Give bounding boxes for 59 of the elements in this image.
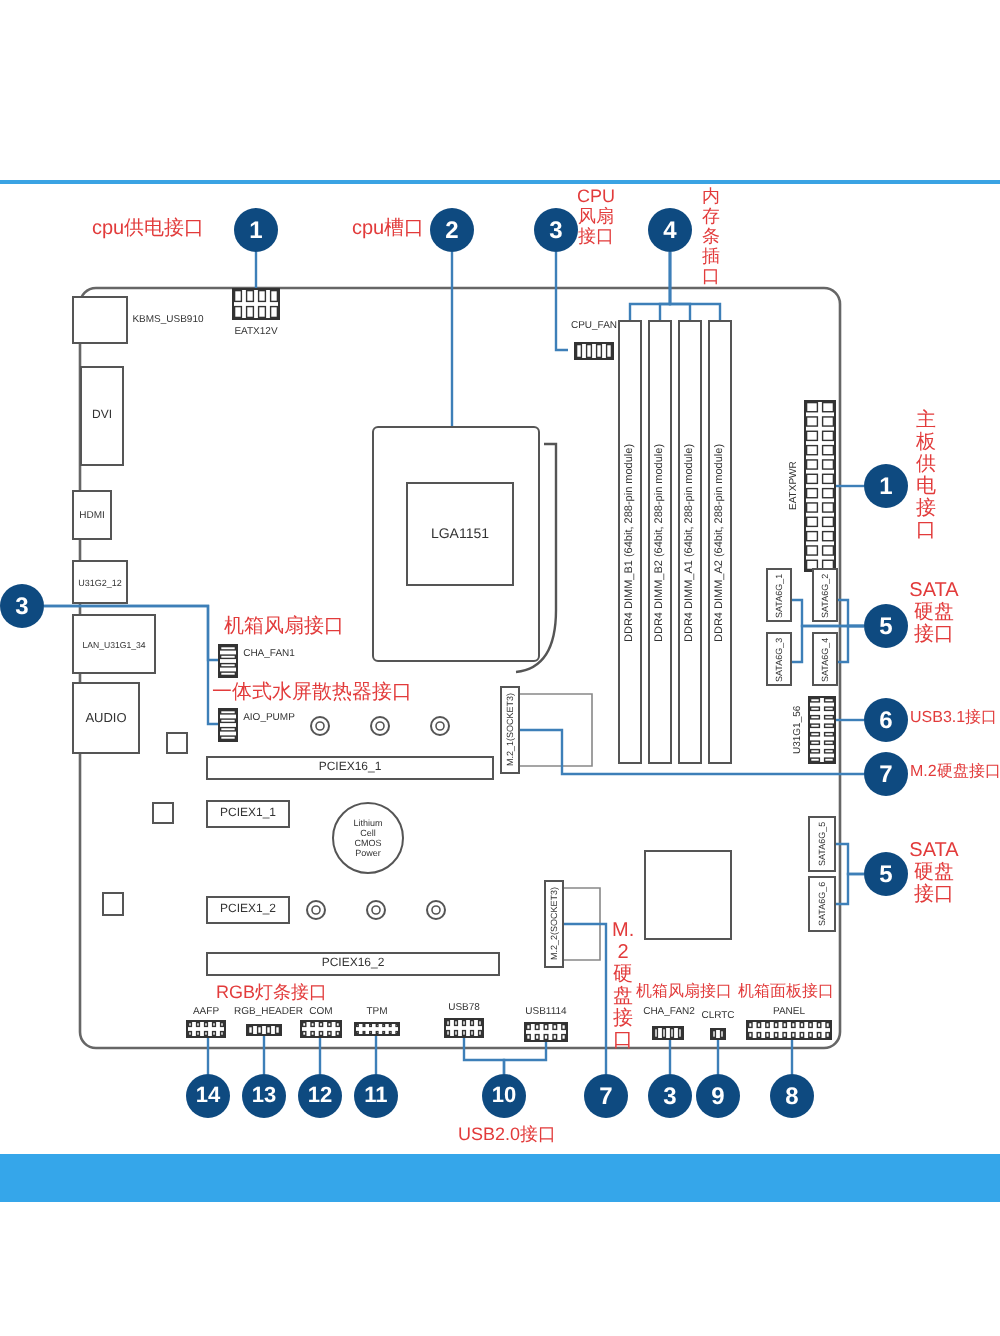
leader-line bbox=[668, 1040, 672, 1074]
callout-number: 11 bbox=[354, 1074, 398, 1118]
part-name-label: 机箱面板接口 bbox=[738, 982, 834, 1000]
callout-number: 7 bbox=[864, 752, 908, 796]
callout-number: 7 bbox=[584, 1074, 628, 1118]
callout-label: M.2硬盘接口 bbox=[910, 762, 1000, 780]
callout-number: 6 bbox=[864, 698, 908, 742]
leader-line bbox=[564, 922, 608, 1074]
callout-number: 5 bbox=[864, 604, 908, 648]
callout-label: CPU风扇接口 bbox=[574, 186, 617, 246]
callout-number: 13 bbox=[242, 1074, 286, 1118]
callout-label: 机箱风扇接口 bbox=[224, 616, 344, 638]
callout-number: 5 bbox=[864, 852, 908, 896]
leader-line bbox=[374, 1036, 378, 1074]
callout-label: SATA硬盘接口 bbox=[908, 840, 960, 906]
callout-label: 主板供电接口 bbox=[914, 410, 938, 542]
callout-label: 内存条插口 bbox=[700, 186, 722, 286]
part-name-label: RGB灯条接口 bbox=[216, 982, 328, 1002]
callout-number: 10 bbox=[482, 1074, 526, 1118]
callout-label: 一体式水屏散热器接口 bbox=[212, 682, 412, 704]
leader-line bbox=[254, 252, 258, 288]
callout-label: cpu槽口 bbox=[352, 218, 425, 240]
callout-label: cpu供电接口 bbox=[92, 218, 205, 240]
leader-line bbox=[206, 1038, 210, 1074]
callout-number: 1 bbox=[234, 208, 278, 252]
leader-line bbox=[450, 252, 454, 426]
leader-line bbox=[318, 1038, 322, 1074]
callout-number: 3 bbox=[534, 208, 578, 252]
callout-number: 1 bbox=[864, 464, 908, 508]
chip bbox=[152, 802, 174, 824]
leader-line bbox=[502, 1042, 548, 1074]
leader-line bbox=[836, 872, 864, 906]
callout-label: USB3.1接口 bbox=[910, 708, 998, 726]
callout-number: 9 bbox=[696, 1074, 740, 1118]
callout-label: SATA硬盘接口 bbox=[908, 580, 960, 646]
callout-number: 4 bbox=[648, 208, 692, 252]
part-name-label: M.2硬盘接口 bbox=[612, 920, 634, 1052]
cpu-socket bbox=[372, 426, 540, 662]
leader-line bbox=[790, 1040, 794, 1074]
part-name-label: 机箱风扇接口 bbox=[636, 982, 732, 1000]
leader-line bbox=[838, 624, 864, 664]
callout-number: 8 bbox=[770, 1074, 814, 1118]
leader-line bbox=[668, 252, 722, 320]
leader-line bbox=[836, 718, 864, 722]
callout-number: 3 bbox=[648, 1074, 692, 1118]
callout-number: 12 bbox=[298, 1074, 342, 1118]
leader-line bbox=[554, 252, 568, 352]
callout-number: 2 bbox=[430, 208, 474, 252]
chip bbox=[102, 892, 124, 916]
leader-line bbox=[520, 728, 864, 776]
leader-line bbox=[44, 604, 218, 726]
leader-line bbox=[716, 1040, 720, 1074]
chip bbox=[644, 850, 732, 940]
chip bbox=[166, 732, 188, 754]
callout-number: 3 bbox=[0, 584, 44, 628]
callout-label: USB2.0接口 bbox=[458, 1124, 557, 1144]
leader-line bbox=[836, 484, 864, 488]
leader-line bbox=[262, 1036, 266, 1074]
callout-number: 14 bbox=[186, 1074, 230, 1118]
